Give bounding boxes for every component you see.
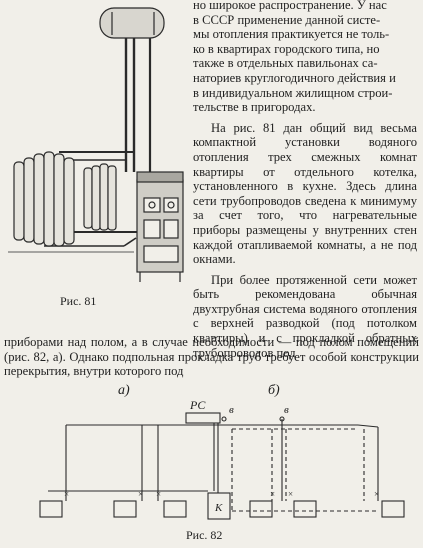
figure-81-caption: Рис. 81 [60, 294, 97, 308]
radiator [249, 500, 273, 518]
text-line: в индивидуальном жилищном строи- [193, 85, 393, 100]
text-line: мы отопления практикуется не толь- [193, 27, 390, 42]
figure-82-label-b: б) [268, 383, 280, 398]
boiler-k [207, 492, 231, 520]
svg-text:×: × [288, 489, 293, 499]
radiator [163, 500, 187, 518]
label-v2: в [284, 404, 289, 416]
figure-82-schematic: × × × × × × РС в [39, 398, 405, 520]
text-line: но широкое распространение. У нас [193, 0, 387, 12]
paragraph-continuation: приборами над полом, а в случае необходи… [4, 335, 419, 379]
paragraph-fig82-start: При более протяженной сети может быть ре… [193, 272, 417, 360]
radiator [381, 500, 405, 518]
svg-text:×: × [374, 489, 379, 499]
text-line: наториев круглогодичного действия и [193, 70, 396, 85]
label-rs: РС [189, 398, 206, 412]
expansion-tank [99, 7, 165, 39]
radiator-middle [83, 163, 117, 231]
right-text-column: но широкое распространение. У нас в СССР… [193, 0, 417, 360]
svg-text:×: × [156, 489, 161, 499]
text-line: ко в квартирах городского типа, но [193, 41, 380, 56]
expansion-tank-rs [185, 412, 221, 424]
radiator [293, 500, 317, 518]
radiator-left [13, 151, 75, 247]
svg-text:×: × [270, 489, 275, 499]
paragraph-fig81: На рис. 81 дан общий вид весьма компактн… [193, 120, 417, 267]
svg-text:×: × [64, 489, 69, 499]
text-line: в СССР применение данной систе- [193, 12, 381, 27]
full-width-paragraph: приборами над полом, а в случае необходи… [4, 335, 419, 379]
radiator [113, 500, 137, 518]
radiator [39, 500, 63, 518]
figure-82-caption: Рис. 82 [186, 528, 223, 542]
figure-81-illustration [8, 7, 184, 282]
stove-boiler [136, 171, 184, 282]
text-line: также в отдельных павильонах са- [193, 56, 378, 71]
text-line: тельстве в пригородах. [193, 100, 316, 115]
label-k: К [214, 502, 223, 514]
figure-82-label-a: а) [118, 383, 130, 398]
label-v1: в [229, 404, 234, 416]
svg-text:×: × [138, 489, 143, 499]
